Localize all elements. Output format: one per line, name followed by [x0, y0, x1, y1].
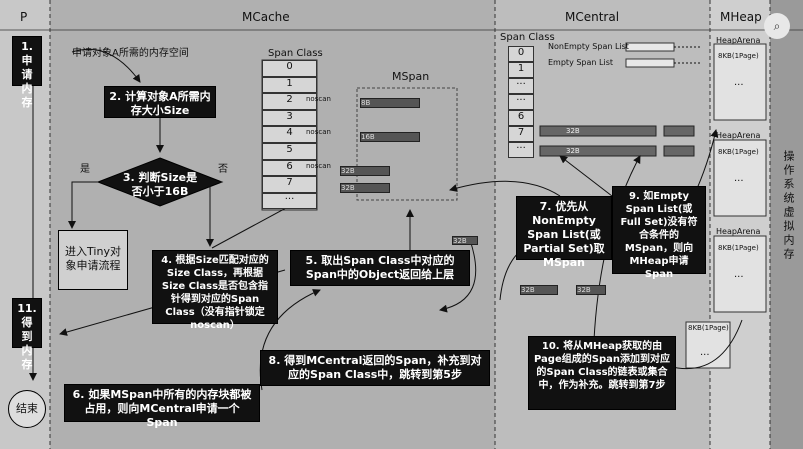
heap-arena-3-label: HeapArena: [716, 227, 761, 236]
mcentral-row-4: 6: [508, 110, 534, 126]
bottom-span-b: 32B: [576, 285, 606, 295]
arena-2-page: 8KB(1Page): [718, 148, 759, 156]
arena-3-page: 8KB(1Page): [718, 244, 759, 252]
mcentral-row-2: ···: [508, 78, 534, 94]
column-title-p: P: [20, 10, 28, 24]
search-image-icon[interactable]: ⌕: [764, 13, 790, 39]
mcentral-span-class-title: Span Class: [500, 32, 555, 43]
step-7: 7. 优先从NonEmpty Span List(或Partial Set)取M…: [516, 196, 612, 269]
free-page-label: 8KB(1Page): [688, 324, 729, 332]
step-9: 9. 如Empty Span List(或Full Set)没有符合条件的MSp…: [612, 186, 706, 280]
mspan-row-2: 8B: [360, 98, 420, 108]
arena-1-dots: ···: [734, 80, 744, 91]
mcentral-row-1: 1: [508, 62, 534, 78]
noscan-tag-4: noscan: [306, 128, 331, 137]
list-size-b: 32B: [566, 147, 580, 155]
heap-arena-1-label: HeapArena: [716, 36, 761, 45]
step-1: 1.申请内存: [12, 36, 42, 109]
empty-list-label: Empty Span List: [548, 58, 613, 67]
mcache-row-6: 6: [262, 159, 317, 177]
tiny-flow: 进入Tiny对象申请流程: [58, 230, 128, 290]
end-node: 结束: [8, 390, 46, 428]
mcentral-row-6: ···: [508, 142, 534, 158]
step-8: 8. 得到MCentral返回的Span，补充到对应的Span Class中，跳…: [260, 350, 490, 386]
step-3: 3. 判断Size是否小于16B: [122, 171, 198, 198]
mspan-row-6: 32B: [340, 166, 390, 176]
os-virtual-memory: 操作系统虚拟内存: [782, 150, 795, 262]
lane-os: [770, 0, 803, 449]
step-2: 2. 计算对象A所需内存大小Size: [104, 86, 216, 118]
step-11: 11.得到内存: [12, 298, 42, 371]
decision-diamond: [96, 157, 224, 207]
heap-arena-2-label: HeapArena: [716, 131, 761, 140]
column-title-mcentral: MCentral: [565, 10, 620, 24]
arena-3-dots: ···: [734, 272, 744, 283]
mcache-row-8: ···: [262, 192, 317, 210]
nonempty-list-label: NonEmpty Span List: [548, 42, 629, 51]
noscan-tag-2: noscan: [306, 95, 331, 104]
tiny-size-cell: 32B: [452, 236, 478, 245]
mcache-row-7: 7: [262, 176, 317, 193]
mcentral-row-0: 0: [508, 46, 534, 62]
mcentral-row-5: 7: [508, 126, 534, 142]
step-4: 4. 根据Size匹配对应的Size Class，再根据Size Class是否…: [152, 250, 278, 331]
mcache-row-5: 5: [262, 143, 317, 160]
step-5: 5. 取出Span Class中对应的Span中的Object返回给上层: [290, 250, 470, 286]
free-page-dots: ···: [700, 350, 710, 361]
mcache-row-4: 4: [262, 126, 317, 143]
column-title-mcache: MCache: [242, 10, 290, 24]
arena-1-page: 8KB(1Page): [718, 52, 759, 60]
no-label: 否: [218, 164, 228, 175]
mcache-row-2: 2: [262, 93, 317, 110]
yes-label: 是: [80, 164, 90, 175]
request-text: 申请对象A所需的内存空间: [72, 48, 189, 59]
column-title-mheap: MHeap: [720, 10, 762, 24]
mcache-row-3: 3: [262, 109, 317, 127]
mcache-row-0: 0: [262, 60, 317, 77]
step-6: 6. 如果MSpan中所有的内存块都被占用，则向MCentral申请一个Span: [64, 384, 260, 429]
noscan-tag-6: noscan: [306, 161, 331, 170]
mcache-span-class-title: Span Class: [268, 48, 323, 59]
mcache-row-1: 1: [262, 76, 317, 94]
step-10: 10. 将从MHeap获取的由Page组成的Span添加到对应的Span Cla…: [528, 336, 676, 410]
mspan-row-4: 16B: [360, 132, 420, 142]
mcentral-row-3: ···: [508, 94, 534, 110]
mspan-row-7: 32B: [340, 183, 390, 193]
mspan-title: MSpan: [392, 70, 430, 83]
list-size-a: 32B: [566, 127, 580, 135]
bottom-span-a: 32B: [520, 285, 558, 295]
arena-2-dots: ···: [734, 176, 744, 187]
